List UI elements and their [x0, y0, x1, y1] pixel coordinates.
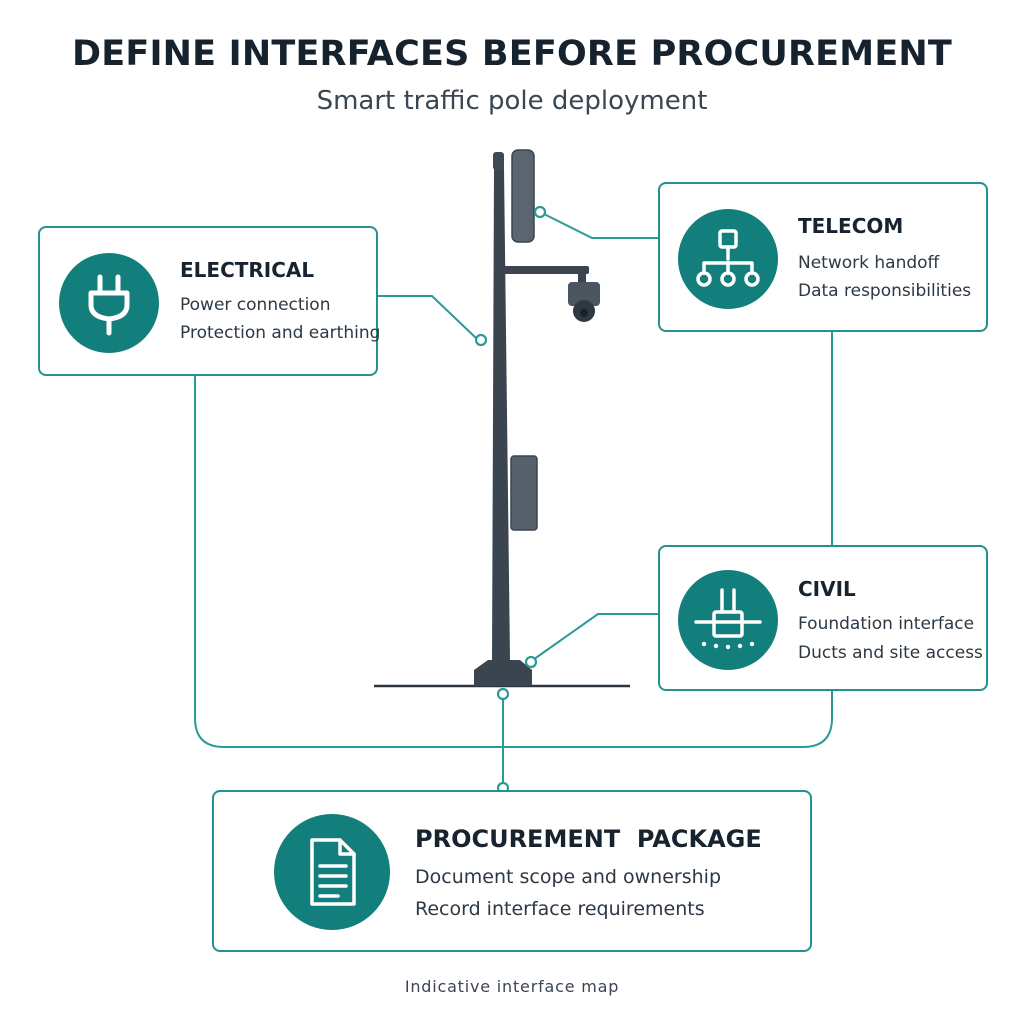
card-procurement: PROCUREMENT PACKAGE Document scope and o…	[212, 790, 812, 952]
card-title-electrical: ELECTRICAL	[180, 258, 315, 282]
node-dot-electrical	[474, 333, 488, 347]
pole-base	[474, 660, 532, 686]
card-title-civil: CIVIL	[798, 577, 856, 601]
network-icon	[678, 209, 778, 309]
page-subtitle: Smart traffic pole deployment	[316, 86, 708, 116]
camera-housing	[568, 282, 600, 306]
pole-shaft	[492, 168, 510, 660]
antenna-panel	[511, 149, 535, 243]
card-line-electrical-1: Power connection	[180, 295, 331, 315]
card-telecom: TELECOM Network handoff Data responsibil…	[658, 182, 988, 332]
camera-mount	[578, 272, 586, 284]
pole-cabinet	[510, 455, 538, 531]
card-line-electrical-2: Protection and earthing	[180, 323, 381, 343]
card-title-telecom: TELECOM	[798, 214, 904, 238]
node-dot-telecom	[533, 205, 547, 219]
page-title: DEFINE INTERFACES BEFORE PROCUREMENT	[71, 34, 952, 74]
card-line-procurement-2: Record interface requirements	[415, 898, 705, 920]
card-line-procurement-1: Document scope and ownership	[415, 866, 722, 888]
connector-lines	[194, 211, 833, 788]
connector-telecom	[539, 211, 658, 239]
card-line-civil-1: Foundation interface	[798, 614, 975, 634]
card-title-procurement: PROCUREMENT PACKAGE	[415, 825, 762, 853]
node-dot-base	[496, 687, 510, 701]
footer-caption: Indicative interface map	[404, 977, 620, 996]
card-civil: CIVIL Foundation interface Ducts and sit…	[658, 545, 988, 691]
plug-icon	[59, 253, 159, 353]
document-icon	[274, 814, 390, 930]
foundation-icon	[678, 570, 778, 670]
node-dot-civil	[524, 655, 538, 669]
card-line-civil-2: Ducts and site access	[798, 643, 983, 663]
camera-lens	[580, 309, 588, 317]
connector-civil	[529, 613, 658, 663]
card-electrical: ELECTRICAL Power connection Protection a…	[38, 226, 381, 376]
card-line-telecom-2: Data responsibilities	[798, 281, 972, 301]
card-line-telecom-1: Network handoff	[798, 253, 940, 273]
pole-top	[493, 152, 504, 170]
camera-arm	[503, 266, 589, 274]
connector-loop	[194, 332, 833, 748]
connector-electrical	[378, 295, 477, 339]
